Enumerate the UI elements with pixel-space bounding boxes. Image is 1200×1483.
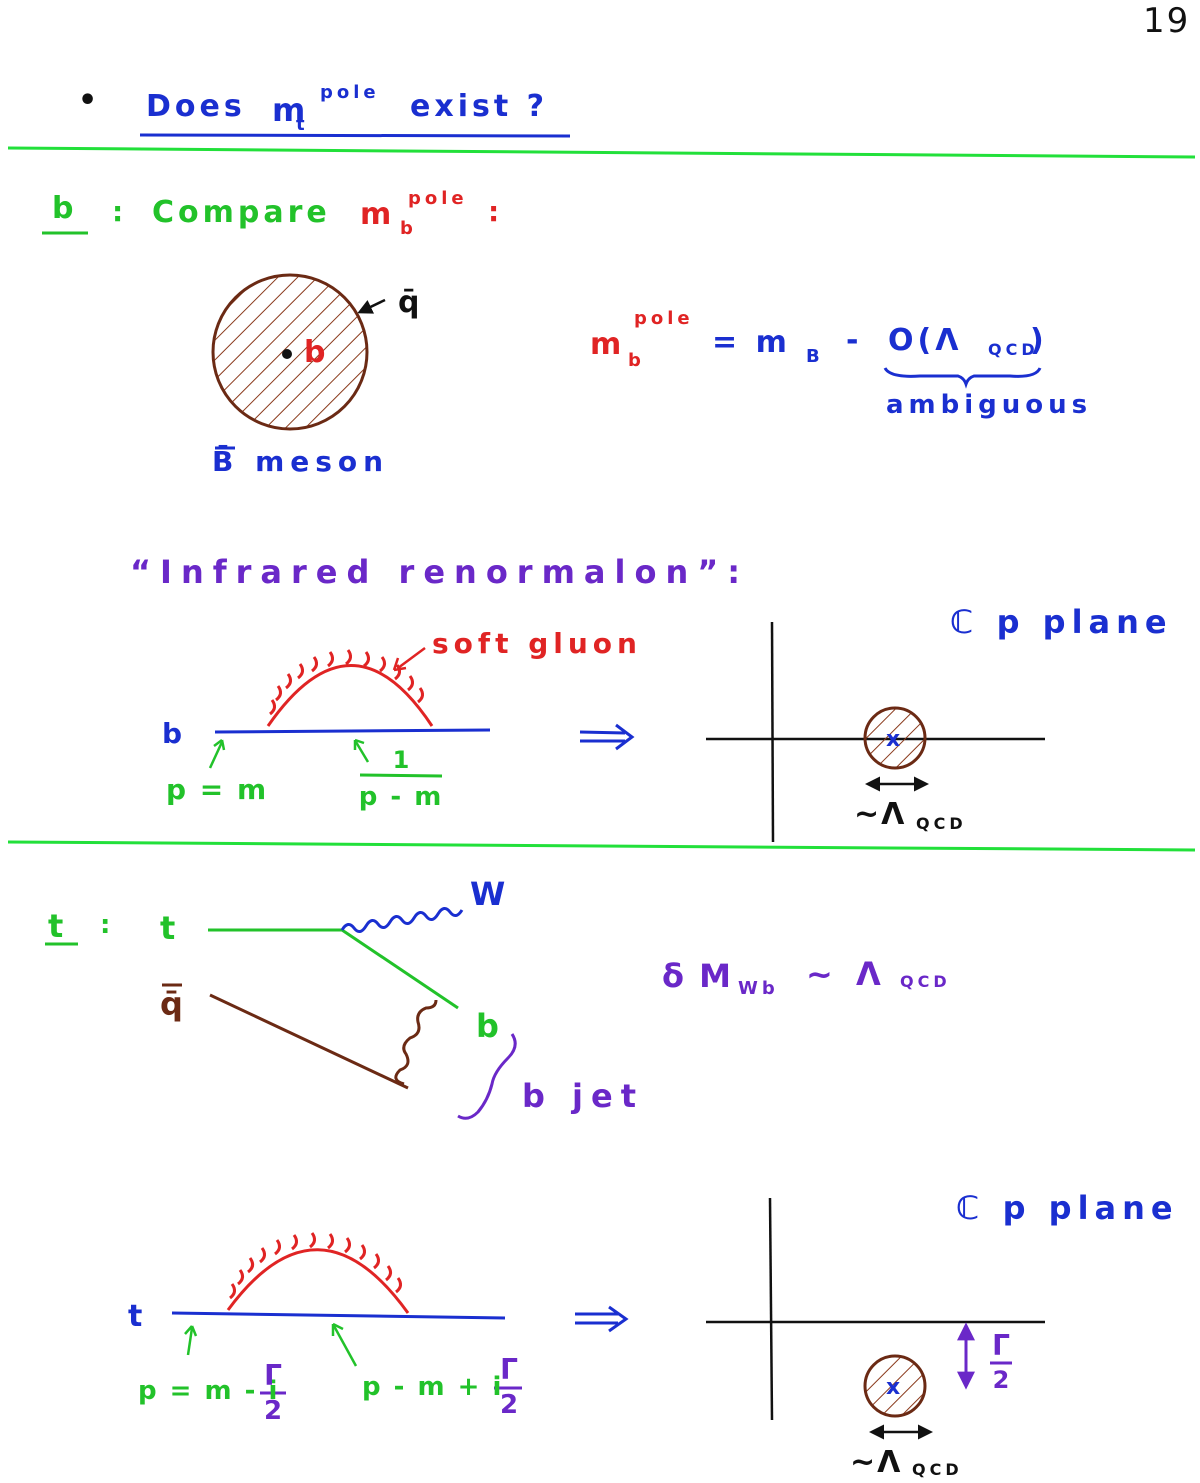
t-p-right: p - m + i bbox=[362, 1372, 504, 1402]
plane2-gamma: Γ bbox=[992, 1329, 1010, 1362]
eq-rhs-2: - bbox=[846, 323, 863, 358]
b-outgoing-line bbox=[341, 928, 459, 1010]
b-gluon-curls bbox=[269, 649, 425, 716]
eq-order-sub: QCD bbox=[988, 340, 1039, 359]
header-question-post: exist ? bbox=[410, 89, 549, 124]
plane2-lambda: ~Λ bbox=[850, 1445, 903, 1480]
b-quark-label: b bbox=[476, 1007, 503, 1045]
t-gluon-loop bbox=[226, 1248, 410, 1314]
t-left-gamma: Γ bbox=[264, 1359, 282, 1392]
eq-sup-pole: pole bbox=[634, 308, 694, 329]
header-sub-t: t bbox=[296, 114, 309, 135]
b-section-m: m bbox=[360, 197, 396, 232]
delta-m-sub: Wb bbox=[738, 978, 779, 999]
b-diagram-p-eq-m: p = m bbox=[166, 773, 269, 806]
w-boson bbox=[340, 907, 464, 933]
implies-arrow-1 bbox=[579, 723, 635, 751]
meson-core-label: b bbox=[304, 335, 330, 370]
t-p-right-pointer bbox=[332, 1325, 358, 1367]
t-right-gamma: Γ bbox=[500, 1353, 518, 1386]
t-diagram-quark-label: t bbox=[128, 1299, 147, 1334]
eq-m: m bbox=[590, 327, 626, 362]
meson-label: B̄ meson bbox=[212, 445, 390, 478]
b-diagram-quark-label: b bbox=[162, 717, 187, 750]
t-gluon-curls bbox=[229, 1232, 403, 1300]
t-left-two: 2 bbox=[263, 1396, 283, 1426]
plane2-label: ℂ p plane bbox=[956, 1189, 1179, 1227]
t-p-left: p = m - i bbox=[138, 1376, 280, 1406]
plane1-label: ℂ p plane bbox=[950, 603, 1173, 641]
b-section-sub-b: b bbox=[400, 218, 417, 239]
t-decay-top-label: t bbox=[160, 909, 180, 947]
eq-rhs-1: = m bbox=[712, 325, 791, 360]
eq-sub-b: b bbox=[628, 350, 645, 371]
b-section-colon: : bbox=[112, 195, 128, 228]
plane2-two: 2 bbox=[992, 1366, 1010, 1394]
b-frac-numerator: 1 bbox=[392, 746, 410, 774]
t-section-label: t bbox=[48, 907, 68, 945]
soft-gluon-pointer bbox=[397, 646, 426, 670]
header-bullet: • bbox=[78, 83, 102, 118]
header-question-pre: Does bbox=[146, 89, 246, 124]
plane1-blob bbox=[863, 706, 927, 770]
t-propagator bbox=[171, 1311, 506, 1320]
header-sup-pole: pole bbox=[320, 82, 380, 103]
separator-top bbox=[7, 146, 1196, 159]
b-section-label: b bbox=[52, 191, 78, 226]
b-section-end-colon: : bbox=[488, 195, 504, 228]
plane1-lambda-sub: QCD bbox=[916, 814, 967, 833]
plane2-lambda-sub: QCD bbox=[912, 1460, 963, 1479]
antiquark-pointer bbox=[357, 298, 386, 314]
eq-order-close: ) bbox=[1030, 323, 1048, 358]
b-section-sup-pole: pole bbox=[408, 188, 468, 209]
plane2-pole-x: x bbox=[886, 1375, 900, 1400]
delta-m-label: δ M bbox=[662, 957, 733, 995]
plane2-y-axis bbox=[768, 1197, 774, 1421]
ambiguous-brace bbox=[883, 367, 1042, 389]
antiquark-line bbox=[209, 993, 409, 1090]
separator-middle bbox=[7, 840, 1196, 852]
delta-m-rhs-sub: QCD bbox=[900, 972, 951, 991]
propagator-pointer bbox=[354, 741, 370, 763]
soft-gluon-pointer-head bbox=[392, 657, 407, 672]
t-section-colon: : bbox=[100, 910, 115, 940]
meson-antiquark-label: q̄ bbox=[398, 285, 424, 320]
plane1-pole-x: x bbox=[886, 727, 900, 752]
p-eq-m-pointer bbox=[208, 741, 224, 769]
meson-core-dot bbox=[282, 349, 292, 359]
b-jet-label: b jet bbox=[522, 1077, 645, 1115]
b-section-compare: Compare bbox=[152, 195, 331, 230]
b-jet-brace bbox=[457, 1033, 517, 1120]
plane1-y-axis bbox=[770, 621, 775, 843]
w-boson-label: W bbox=[470, 875, 510, 913]
t-right-two: 2 bbox=[499, 1390, 519, 1420]
soft-gluon-label: soft gluon bbox=[432, 627, 642, 660]
t-decay-antiquark-label: q̄ bbox=[160, 985, 187, 1023]
b-frac-bar bbox=[359, 773, 443, 778]
title-underline bbox=[139, 133, 571, 138]
b-frac-denominator: p - m bbox=[358, 782, 444, 812]
plane1-lambda: ~Λ bbox=[854, 797, 907, 832]
header-m: m bbox=[272, 91, 310, 129]
t-gluon-exchange bbox=[394, 999, 438, 1086]
implies-arrow-2 bbox=[575, 1305, 629, 1333]
t-p-left-pointer bbox=[186, 1327, 194, 1356]
delta-m-rhs: ~ Λ bbox=[806, 955, 887, 993]
ambiguous-label: ambiguous bbox=[886, 390, 1093, 420]
eq-order: O(Λ bbox=[888, 323, 963, 358]
page-number: 19 bbox=[1143, 1, 1191, 41]
plane2-blob bbox=[863, 1354, 927, 1418]
renormalon-heading: “Infrared renormalon”: bbox=[130, 553, 750, 591]
b-propagator bbox=[214, 728, 491, 734]
b-gluon-loop bbox=[266, 664, 434, 727]
eq-rhs-sub: B bbox=[806, 346, 824, 367]
